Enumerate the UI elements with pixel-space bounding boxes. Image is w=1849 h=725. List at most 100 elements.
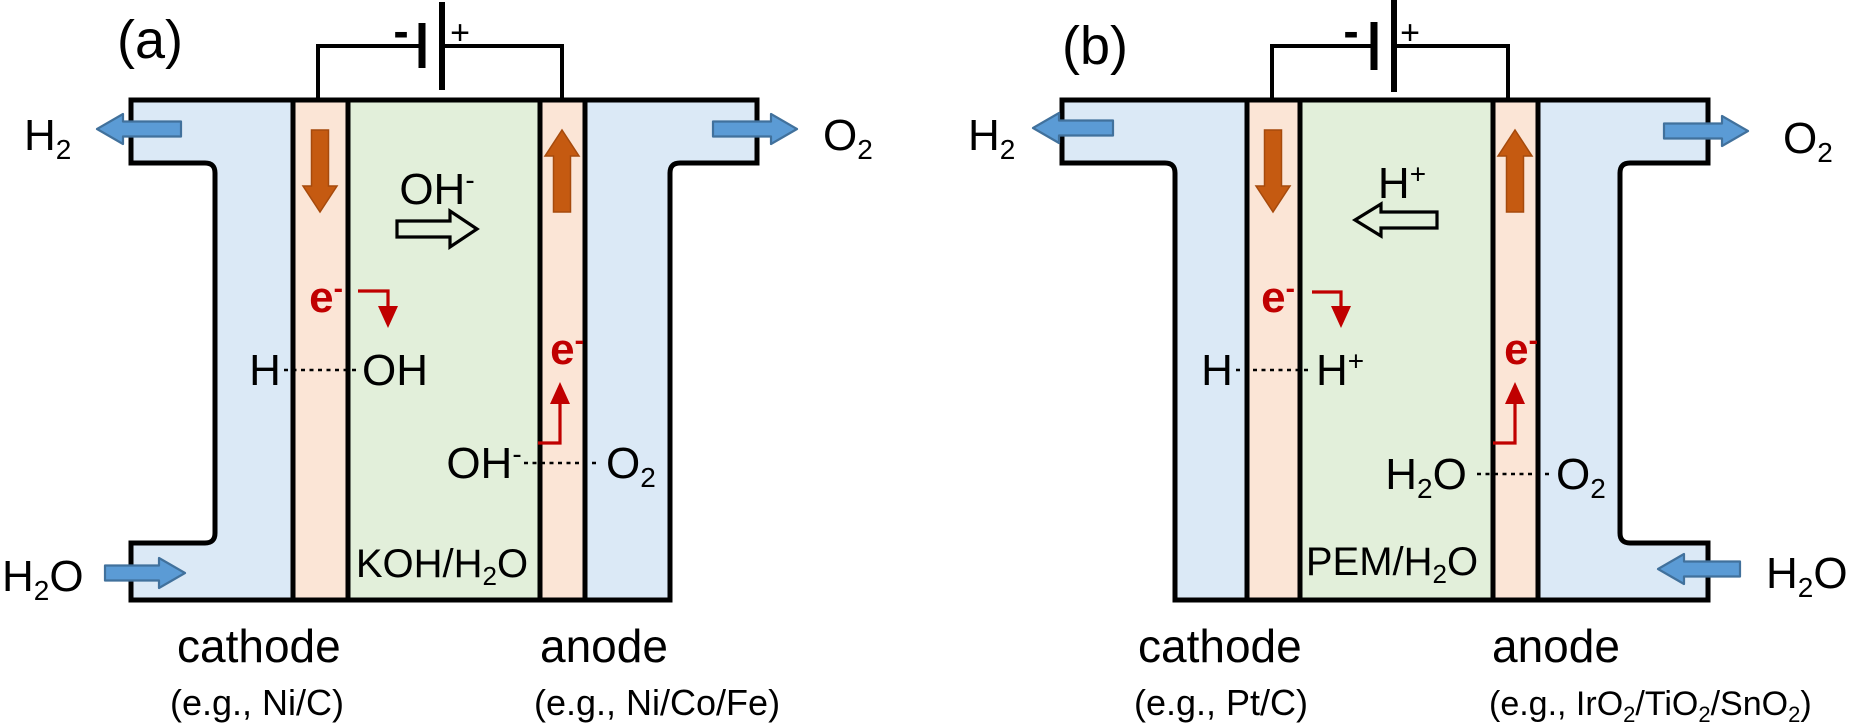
reaction-right-b: O2 (1556, 450, 1606, 504)
cathode-caption-b: cathode (1138, 620, 1302, 672)
reaction-left-a: OH- (446, 438, 521, 488)
cathode-caption-a: cathode (177, 620, 341, 672)
label-part: - (575, 324, 584, 355)
label-part: (b) (1062, 16, 1128, 76)
electron-arrow-cathode-b (1312, 290, 1343, 306)
label-part: 2 (1798, 572, 1814, 603)
cathode-chamber-b (1059, 97, 1250, 603)
label-part: 2 (1698, 702, 1710, 725)
electron-label-anode-a: e- (550, 324, 584, 374)
battery-wire-right (445, 44, 564, 100)
label-part: O (497, 542, 528, 586)
label-part: - (465, 164, 474, 195)
label-part: - (512, 438, 521, 469)
label-part: (e.g., Ni/Co/Fe) (534, 682, 780, 723)
label-part: 2 (483, 561, 497, 591)
label-part: KOH/H (356, 542, 483, 586)
anode-current-arrow-a (543, 128, 581, 213)
flow-arrow-H2O-a (103, 556, 187, 590)
electron-arrow-anode-b-head (1505, 382, 1525, 404)
label-part: H (1201, 346, 1233, 395)
label-part: H (968, 111, 1000, 160)
panel-label-a: (a) (117, 10, 183, 70)
battery-plus-sign: + (1400, 14, 1420, 52)
label-part: O (49, 552, 83, 601)
label-part: H (1766, 549, 1798, 598)
label-part: ) (1800, 685, 1811, 723)
label-part: (e.g., IrO (1489, 685, 1623, 723)
electron-label-cathode-a: e- (309, 272, 343, 322)
label-part: H (1316, 346, 1348, 395)
label-part: cathode (1138, 620, 1302, 672)
label-part: H (1385, 450, 1417, 499)
label-part: anode (540, 620, 668, 672)
label-part: (e.g., Pt/C) (1134, 682, 1308, 723)
label-part: (e.g., Ni/C) (170, 682, 344, 723)
flow-label-a: O2 (823, 111, 873, 165)
battery-wire-left (316, 44, 419, 100)
anode-chamber-b (1535, 97, 1711, 603)
flow-label-a: H2 (24, 111, 71, 165)
label-part: 2 (1433, 559, 1447, 589)
flow-label-b: H2 (968, 111, 1015, 165)
electrolyte-label-b: PEM/H2O (1306, 540, 1478, 589)
flow-arrow-O2-b (1662, 114, 1750, 148)
reaction-left-a: H (249, 346, 281, 395)
label-part: PEM/H (1306, 540, 1433, 584)
label-part: H (1378, 159, 1410, 208)
anode-caption-b: anode (1492, 620, 1620, 672)
label-part: - (1529, 324, 1538, 355)
label-part: cathode (177, 620, 341, 672)
label-part: O (1447, 540, 1478, 584)
label-part: - (1286, 272, 1295, 303)
reaction-right-a: O2 (606, 439, 656, 493)
battery-plus-sign: + (450, 14, 470, 52)
flow-arrow-O2-a (711, 112, 799, 146)
anode-current-arrow-b (1496, 128, 1534, 213)
ion-label-b: H+ (1378, 158, 1426, 208)
label-part: OH (362, 346, 428, 395)
label-part: 2 (640, 462, 656, 493)
electrolyte-label-a: KOH/H2O (356, 542, 528, 591)
battery-minus-sign: - (393, 5, 408, 57)
battery-wire-left (1270, 44, 1371, 100)
flow-label-a: H2O (2, 552, 84, 606)
label-part: O (823, 111, 857, 160)
label-part: 2 (1590, 473, 1606, 504)
label-part: + (450, 14, 470, 52)
ion-arrow-a (395, 208, 480, 250)
label-part: O (1813, 549, 1847, 598)
electron-arrow-cathode-a-head (378, 306, 398, 328)
label-part: e (309, 273, 333, 322)
flow-label-b: O2 (1783, 114, 1833, 168)
reaction-right-a: OH (362, 346, 428, 395)
anode-chamber-a (582, 97, 760, 603)
battery-minus-sign: - (1343, 5, 1358, 57)
battery-wire-right (1397, 44, 1510, 100)
label-part: 2 (1788, 702, 1800, 725)
label-part: - (1343, 5, 1358, 57)
label-part: 2 (34, 575, 50, 606)
electron-label-anode-b: e- (1504, 324, 1538, 374)
flow-arrow-H2-a (95, 112, 183, 146)
electron-label-cathode-b: e- (1261, 272, 1295, 322)
cathode-current-arrow-b (1254, 129, 1292, 214)
label-part: OH (399, 165, 465, 214)
label-part: (a) (117, 10, 183, 70)
electron-arrow-anode-a (538, 404, 562, 445)
label-part: H (249, 346, 281, 395)
label-part: e (550, 325, 574, 374)
reaction-left-b: H (1201, 346, 1233, 395)
label-part: 2 (1817, 137, 1833, 168)
label-part: - (334, 272, 343, 303)
electron-arrow-anode-a-head (550, 382, 570, 404)
electron-arrow-cathode-b-head (1331, 306, 1351, 328)
label-part: e (1504, 325, 1528, 374)
label-part: /TiO (1635, 685, 1698, 723)
label-part: O (1433, 450, 1467, 499)
label-part: 2 (1000, 134, 1016, 165)
label-part: - (393, 5, 408, 57)
